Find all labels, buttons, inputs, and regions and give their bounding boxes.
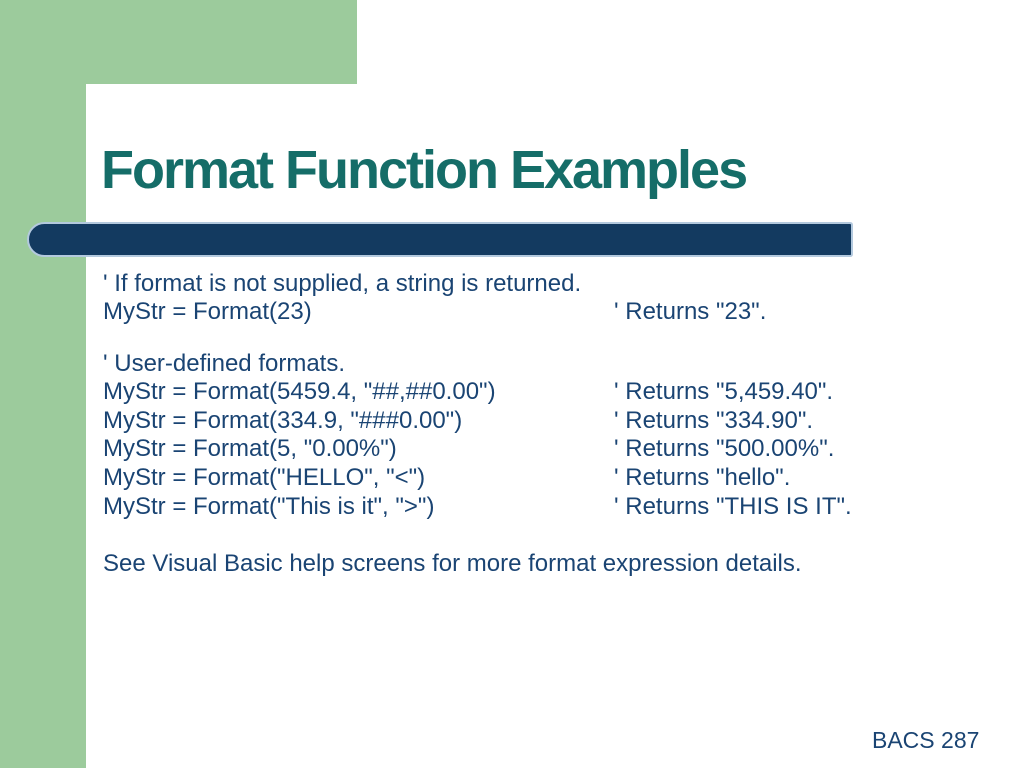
body-line: MyStr = Format("This is it", ">") ' Retu…	[0, 492, 1024, 521]
body-line: MyStr = Format(334.9, "###0.00") ' Retur…	[0, 406, 1024, 435]
body-line: ' User-defined formats.	[0, 349, 1024, 378]
note-text: See Visual Basic help screens for more f…	[103, 550, 802, 577]
returns-text: ' Returns "THIS IS IT".	[614, 493, 852, 520]
code-text: MyStr = Format("This is it", ">")	[103, 493, 435, 520]
body-line: MyStr = Format(5, "0.00%") ' Returns "50…	[0, 434, 1024, 463]
content-panel	[86, 86, 1024, 768]
code-text: MyStr = Format(5459.4, "##,##0.00")	[103, 378, 496, 405]
body-line: See Visual Basic help screens for more f…	[0, 549, 1024, 578]
code-text: MyStr = Format(334.9, "###0.00")	[103, 407, 463, 434]
green-left-strip	[0, 0, 86, 768]
code-text: MyStr = Format("HELLO", "<")	[103, 464, 426, 491]
returns-text: ' Returns "hello".	[614, 464, 791, 491]
body-line: MyStr = Format("HELLO", "<") ' Returns "…	[0, 463, 1024, 492]
comment-text: ' User-defined formats.	[103, 350, 346, 377]
body-line: MyStr = Format(5459.4, "##,##0.00") ' Re…	[0, 377, 1024, 406]
returns-text: ' Returns "334.90".	[614, 407, 814, 434]
course-footer: BACS 287	[872, 727, 980, 753]
body-line: ' If format is not supplied, a string is…	[0, 269, 1024, 298]
body-line-blank	[0, 520, 1024, 549]
divider-bar	[27, 222, 853, 257]
returns-text: ' Returns "23".	[614, 298, 767, 325]
returns-text: ' Returns "500.00%".	[614, 435, 835, 462]
body-line: MyStr = Format(23) ' Returns "23".	[0, 297, 1024, 326]
code-text: MyStr = Format(23)	[103, 298, 312, 325]
returns-text: ' Returns "5,459.40".	[614, 378, 834, 405]
slide-title: Format Function Examples	[101, 140, 748, 200]
code-text: MyStr = Format(5, "0.00%")	[103, 435, 397, 462]
comment-text: ' If format is not supplied, a string is…	[103, 270, 582, 297]
